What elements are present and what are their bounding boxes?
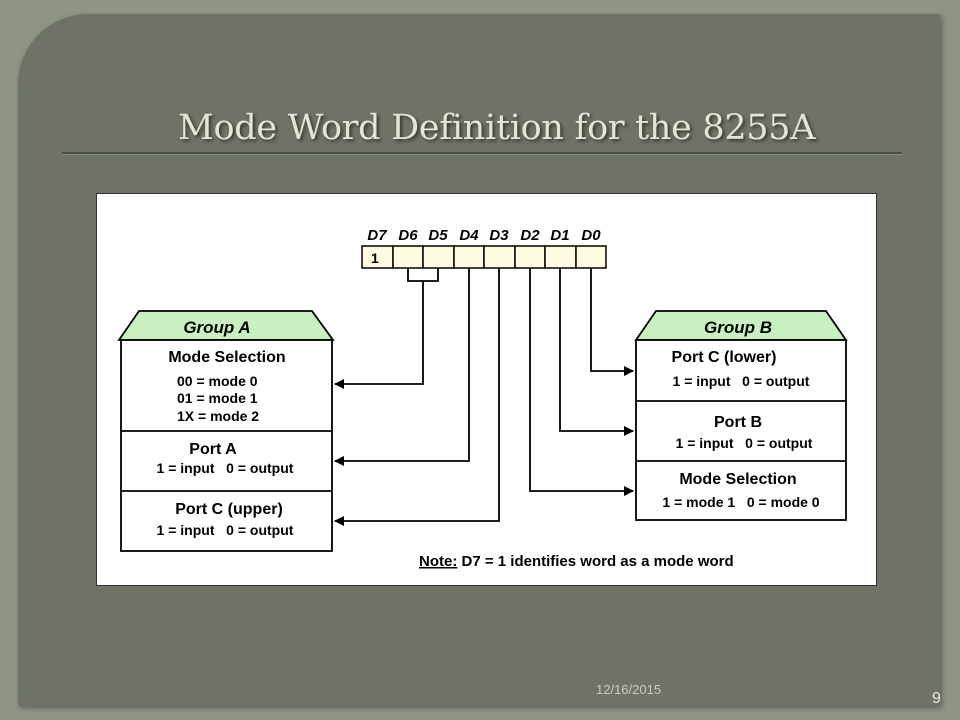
port-a-title: Port A [189, 441, 237, 458]
bit-label-d6: D6 [398, 227, 418, 244]
bit-cell-d0 [575, 245, 607, 269]
group-b-box [635, 339, 847, 521]
slide-title: Mode Word Definition for the 8255A [178, 108, 816, 148]
port-c-upper-line: 1 = input 0 = output [157, 522, 294, 538]
bit-cell-d2 [514, 245, 546, 269]
bit-cell-d3 [483, 245, 516, 269]
note-label: Note: [419, 553, 457, 570]
group-a-mode-line-1: 00 = mode 0 [177, 373, 258, 389]
title-divider [62, 152, 902, 155]
port-b-line: 1 = input 0 = output [676, 435, 813, 451]
group-a-header [117, 310, 335, 341]
bit-cell-d6 [392, 245, 424, 269]
bit-cell-d5 [422, 245, 455, 269]
port-b-title: Port B [714, 414, 762, 431]
group-a-mode-selection-title: Mode Selection [168, 349, 285, 366]
bit-label-d0: D0 [581, 227, 601, 244]
connector-mode-selection-a [334, 281, 424, 389]
bit-label-d7: D7 [367, 227, 387, 244]
diagram-note: Note: D7 = 1 identifies word as a mode w… [419, 553, 734, 570]
group-a-mode-line-2: 01 = mode 1 [177, 390, 258, 406]
bit-label-d5: D5 [428, 227, 448, 244]
bit-label-d3: D3 [489, 227, 509, 244]
connector-port-c-upper [334, 268, 500, 526]
bit-label-d2: D2 [520, 227, 540, 244]
group-a-mode-line-3: 1X = mode 2 [177, 408, 259, 424]
mode-word-diagram: D7 D6 D5 D4 D3 D2 D1 D0 1 [96, 193, 877, 586]
connector-port-a [334, 268, 470, 466]
connector-mode-selection-b [529, 268, 634, 496]
page-number: 9 [932, 690, 941, 707]
port-c-lower-line: 1 = input 0 = output [673, 373, 810, 389]
note-text: D7 = 1 identifies word as a mode word [457, 553, 733, 570]
port-c-upper-title: Port C (upper) [175, 501, 283, 518]
connector-port-b [559, 268, 634, 436]
diagram-canvas: D7 D6 D5 D4 D3 D2 D1 D0 1 [117, 227, 848, 570]
group-b-header-label: Group B [704, 318, 772, 337]
bit-cell-d1 [544, 245, 577, 269]
port-a-line: 1 = input 0 = output [157, 460, 294, 476]
group-b-mode-line: 1 = mode 1 0 = mode 0 [662, 494, 819, 510]
bit-label-d1: D1 [550, 227, 569, 244]
connector-port-c-lower [590, 268, 634, 376]
footer-date: 12/16/2015 [596, 682, 662, 697]
bit-cell-d4 [453, 245, 485, 269]
group-a-box [120, 339, 333, 552]
group-b: Group B Port C (lower) 1 = input 0 = out… [634, 310, 848, 521]
group-a: Group A Mode Selection 00 = mode 0 01 = … [117, 310, 335, 552]
connector-d6-d5 [407, 268, 439, 282]
group-b-mode-selection-title: Mode Selection [679, 471, 796, 488]
port-c-lower-title: Port C (lower) [672, 349, 777, 366]
d7-value: 1 [371, 250, 379, 266]
group-a-header-label: Group A [183, 318, 250, 337]
bit-register [361, 245, 607, 269]
bit-label-d4: D4 [459, 227, 479, 244]
